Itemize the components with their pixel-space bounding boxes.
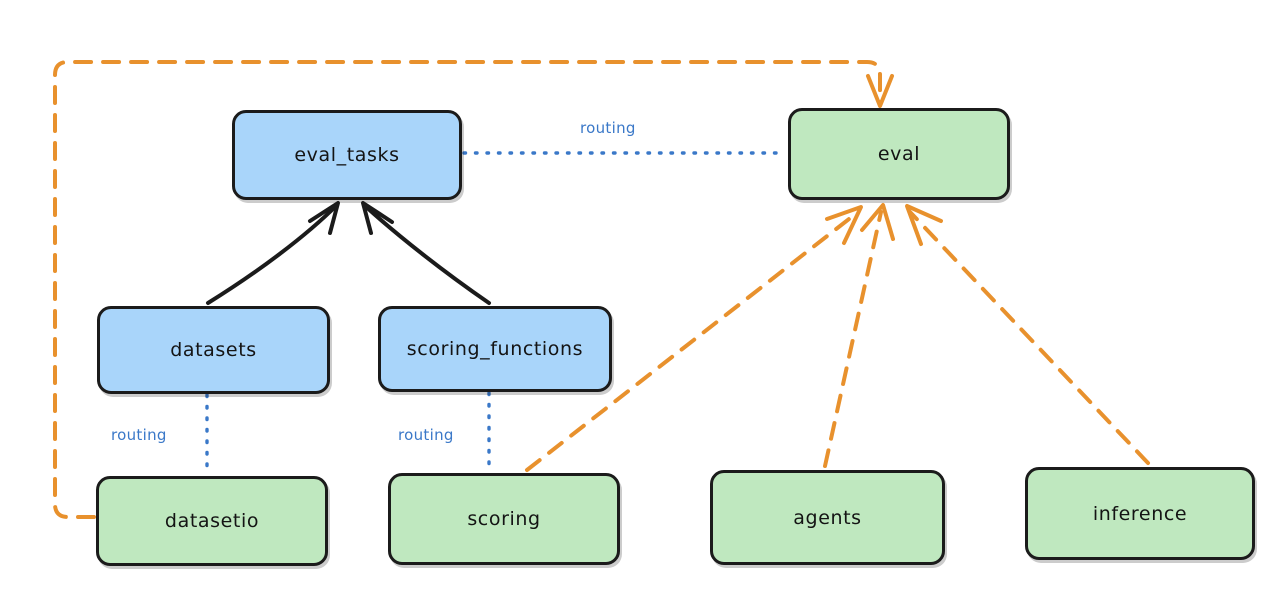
node-eval_tasks[interactable]: eval_tasks <box>232 110 462 200</box>
arrowhead-scoring-to-eval <box>825 205 863 245</box>
arrowhead-datasetio-to-eval <box>866 74 894 108</box>
edge-label-routing-scoring_fn-scoring: routing <box>398 426 454 444</box>
node-label-agents: agents <box>793 506 862 529</box>
edge-label-routing-datasets-datasetio: routing <box>111 426 167 444</box>
edge-agents-to-eval <box>823 210 883 468</box>
edge-label-routing-eval_tasks-eval: routing <box>580 119 636 137</box>
node-datasetio[interactable]: datasetio <box>96 476 328 566</box>
node-label-scoring: scoring <box>467 508 541 530</box>
node-inference[interactable]: inference <box>1025 467 1255 560</box>
node-eval[interactable]: eval <box>788 108 1010 200</box>
arrowhead-inference-to-eval <box>905 204 943 246</box>
edge-datasetio-to-eval <box>53 60 882 519</box>
arrowhead-agents-to-eval <box>860 203 895 241</box>
edge-datasets-to-eval_tasks <box>206 201 340 305</box>
node-agents[interactable]: agents <box>710 470 945 565</box>
node-label-datasetio: datasetio <box>164 510 260 532</box>
node-label-eval_tasks: eval_tasks <box>294 144 400 166</box>
node-scoring[interactable]: scoring <box>388 473 620 565</box>
edge-inference-to-eval <box>908 210 1150 465</box>
node-label-eval: eval <box>877 143 921 165</box>
node-scoring_functions[interactable]: scoring_functions <box>378 306 612 392</box>
edge-scoring_functions-to-eval_tasks <box>361 201 491 305</box>
node-label-inference: inference <box>1092 502 1188 525</box>
node-datasets[interactable]: datasets <box>97 306 330 394</box>
node-label-datasets: datasets <box>170 339 257 361</box>
node-label-scoring_functions: scoring_functions <box>406 338 584 360</box>
